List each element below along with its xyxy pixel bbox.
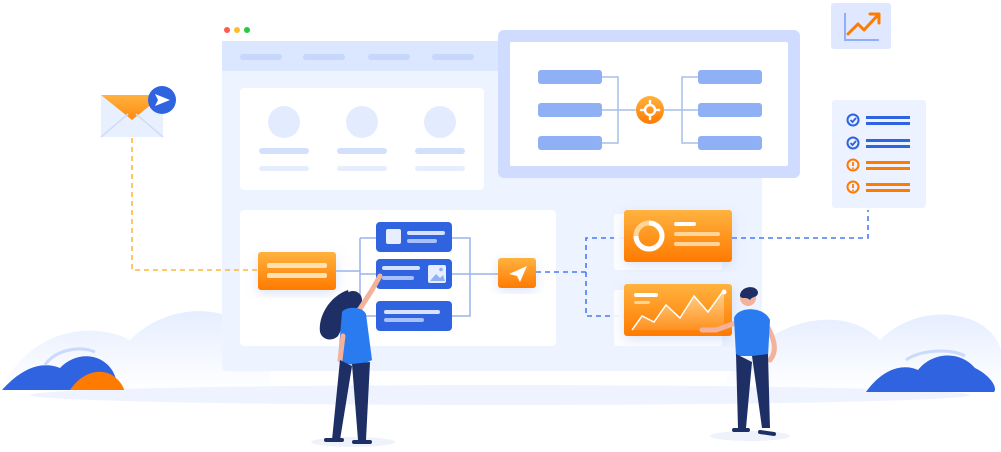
avatar xyxy=(268,106,300,138)
envelope-icon xyxy=(100,95,164,138)
paper-plane-icon xyxy=(509,266,527,282)
gear-icon xyxy=(636,96,664,124)
stack-connectors xyxy=(336,237,498,317)
content-card xyxy=(376,222,452,252)
profile-card xyxy=(337,106,387,171)
trend-up-chart-icon xyxy=(831,3,891,49)
content-card xyxy=(376,259,452,289)
hills-right xyxy=(866,349,996,392)
avatar xyxy=(424,106,456,138)
man-figure xyxy=(699,287,790,441)
flow-diagram-card xyxy=(498,30,800,178)
donut-chart-card xyxy=(614,210,732,270)
check-circle-icon xyxy=(846,136,860,150)
window-dot-maximize xyxy=(244,27,250,33)
checklist-card xyxy=(832,100,926,208)
source-block xyxy=(258,252,336,290)
profile-card xyxy=(415,106,465,171)
profile-card xyxy=(259,106,309,171)
window-dot-minimize xyxy=(234,27,240,33)
exclamation-circle-icon xyxy=(846,180,860,194)
image-icon xyxy=(428,265,446,283)
donut-chart-icon xyxy=(633,220,665,252)
woman-figure xyxy=(311,273,395,447)
check-circle-icon xyxy=(846,113,860,127)
hills-left xyxy=(2,347,124,390)
profile-cards-panel xyxy=(240,88,484,190)
area-chart-icon xyxy=(631,289,727,331)
avatar xyxy=(346,106,378,138)
window-dot-close xyxy=(224,27,230,33)
send-block xyxy=(498,258,536,288)
area-chart-card xyxy=(614,284,732,346)
dashed-connectors xyxy=(131,138,869,317)
content-card xyxy=(376,301,452,331)
paper-plane-icon xyxy=(148,86,176,114)
exclamation-circle-icon xyxy=(846,158,860,172)
